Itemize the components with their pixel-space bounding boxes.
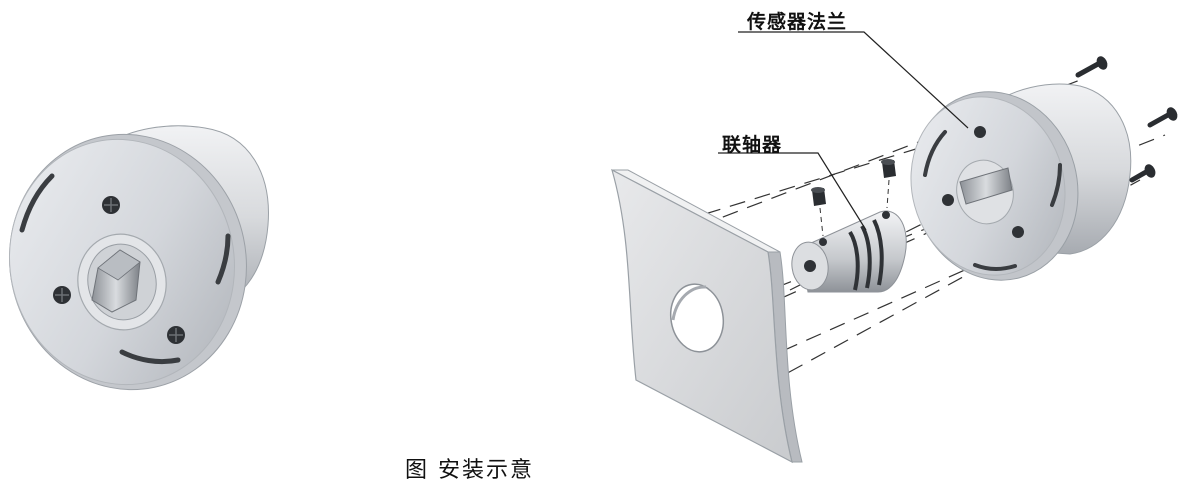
bolt — [1075, 56, 1108, 78]
label-sensor-flange: 传感器法兰 — [747, 11, 848, 33]
assembled-sensor-view — [9, 125, 269, 391]
flange-slot — [19, 173, 55, 233]
flange-hole — [1012, 226, 1024, 238]
bolt — [1129, 164, 1156, 183]
flange-slot — [119, 349, 181, 365]
mounting-plate — [611, 168, 803, 464]
plate-hole — [669, 283, 725, 353]
flange-slot — [215, 233, 231, 285]
installation-diagram — [9, 31, 1178, 464]
sensor-flange — [910, 91, 1079, 281]
set-screw — [881, 159, 896, 209]
leader-lines — [718, 31, 969, 231]
sensor-shaft — [959, 167, 1013, 205]
label-coupling: 联轴器 — [722, 134, 783, 156]
figure-caption: 图 安装示意 — [405, 458, 534, 483]
bolt — [1147, 107, 1178, 128]
flange-hole — [974, 126, 986, 138]
flange-hole — [942, 194, 954, 206]
screw-head — [53, 286, 71, 304]
screw-head — [167, 326, 185, 344]
coupling — [791, 210, 907, 293]
set-screw — [811, 187, 826, 237]
exploded-view — [611, 31, 1178, 464]
screw-head — [102, 196, 120, 214]
